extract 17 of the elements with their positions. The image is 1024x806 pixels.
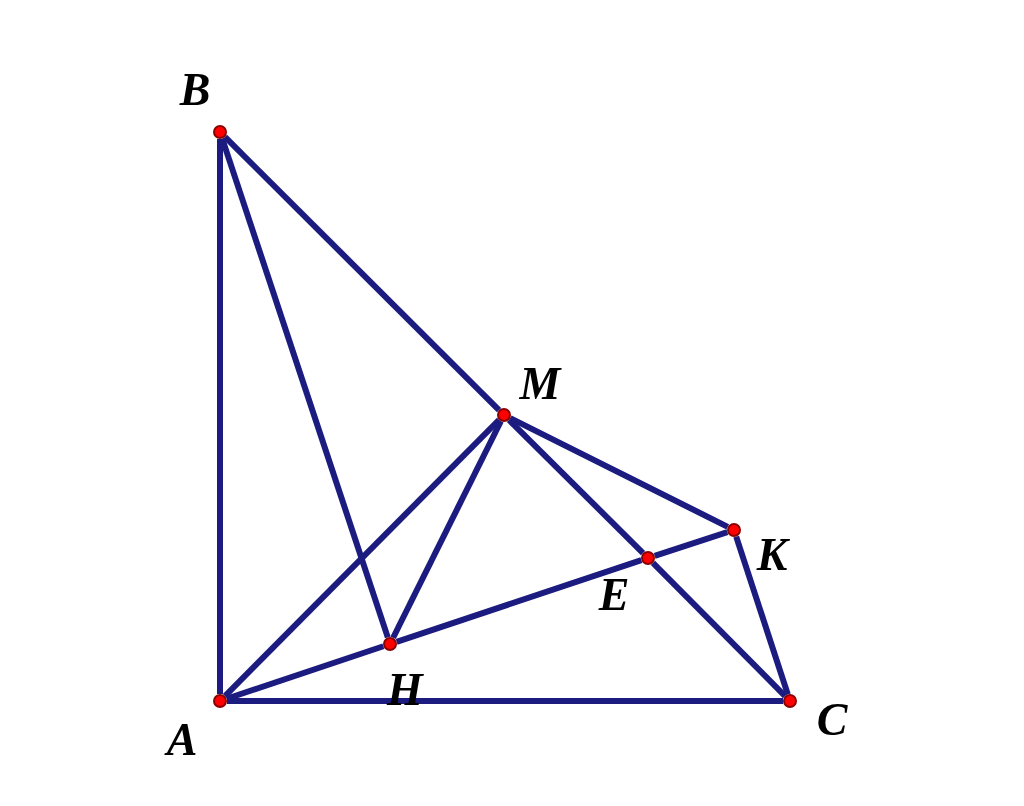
point-label: B [179,67,211,113]
line-segment [395,557,643,645]
point-label: M [519,361,561,407]
point-label: E [598,572,630,618]
line-segment [217,139,223,694]
line-segment [508,415,730,530]
line-segment [227,698,783,704]
line-segment [225,643,385,702]
point-label: K [756,532,788,578]
line-segment [650,560,788,699]
point-label: A [166,717,198,763]
line-segment [653,529,729,559]
point-label: C [816,697,848,743]
line-segment [733,535,791,696]
line-segment [222,134,502,413]
line-segment [219,137,391,639]
line-segment [390,419,504,640]
